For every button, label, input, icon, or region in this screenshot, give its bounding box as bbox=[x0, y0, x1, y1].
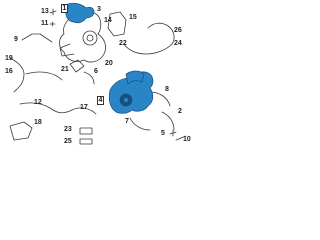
callout-4-label: 4 bbox=[97, 96, 104, 105]
callout-25: 25 bbox=[64, 138, 72, 145]
callout-2: 2 bbox=[178, 108, 182, 115]
callout-23-label: 23 bbox=[64, 126, 72, 133]
part-17-hose bbox=[71, 107, 97, 115]
part-10-line bbox=[175, 135, 187, 141]
callout-10-label: 10 bbox=[183, 136, 191, 143]
callout-5-label: 5 bbox=[161, 130, 165, 137]
callout-25-label: 25 bbox=[64, 138, 72, 145]
part-24-hose bbox=[123, 43, 173, 55]
callout-19: 19 bbox=[5, 55, 13, 62]
callout-18: 18 bbox=[34, 119, 42, 126]
callout-19-label: 19 bbox=[5, 55, 13, 62]
callout-16: 16 bbox=[5, 68, 13, 75]
turbo-flange bbox=[59, 43, 75, 57]
turbocharger-parts-diagram: 13 11 1 3 14 15 9 19 22 26 24 16 21 6 20… bbox=[0, 0, 200, 147]
part-15-heat-shield bbox=[107, 11, 127, 37]
callout-13: 13 bbox=[41, 8, 49, 15]
callout-21-label: 21 bbox=[61, 66, 69, 73]
turbo-inlet-core bbox=[86, 34, 94, 42]
part-7-line bbox=[129, 117, 151, 131]
callout-26-label: 26 bbox=[174, 27, 182, 34]
callout-20: 20 bbox=[105, 60, 113, 67]
turbo-inlet-ring bbox=[82, 30, 98, 46]
callout-8: 8 bbox=[165, 86, 169, 93]
part-16-line bbox=[25, 71, 63, 81]
part-13-bolt bbox=[49, 8, 57, 16]
callout-7: 7 bbox=[125, 118, 129, 125]
callout-3-label: 3 bbox=[97, 6, 101, 13]
part-25-gasket bbox=[79, 138, 93, 145]
callout-4: 4 bbox=[97, 96, 104, 105]
part-21-bracket bbox=[69, 59, 85, 73]
part-4-core-highlight bbox=[123, 97, 129, 103]
callout-7-label: 7 bbox=[125, 118, 129, 125]
callout-12: 12 bbox=[34, 99, 42, 106]
turbo-housing-upper bbox=[59, 10, 106, 63]
part-19-line bbox=[9, 57, 25, 93]
callout-9: 9 bbox=[14, 36, 18, 43]
part-18-shield bbox=[9, 121, 33, 141]
part-1-turbo-highlight bbox=[64, 2, 95, 24]
part-5-bolt bbox=[169, 129, 177, 137]
part-11-nut bbox=[49, 21, 56, 27]
callout-22: 22 bbox=[119, 40, 127, 47]
part-26-hose bbox=[147, 22, 175, 45]
callout-1: 1 bbox=[61, 4, 68, 13]
callout-11: 11 bbox=[41, 20, 48, 27]
part-23-gasket bbox=[79, 127, 93, 135]
callout-12-label: 12 bbox=[34, 99, 42, 106]
callout-14: 14 bbox=[104, 17, 112, 24]
callout-6-label: 6 bbox=[94, 68, 98, 75]
callout-3: 3 bbox=[97, 6, 101, 13]
callout-14-label: 14 bbox=[104, 17, 112, 24]
callout-24: 24 bbox=[174, 40, 182, 47]
callout-16-label: 16 bbox=[5, 68, 13, 75]
callout-22-label: 22 bbox=[119, 40, 127, 47]
callout-24-label: 24 bbox=[174, 40, 182, 47]
callout-13-label: 13 bbox=[41, 8, 49, 15]
callout-17: 17 bbox=[80, 104, 88, 111]
part-6-pipe bbox=[83, 71, 95, 85]
part-12-pipe bbox=[19, 102, 73, 114]
callout-26: 26 bbox=[174, 27, 182, 34]
callout-17-label: 17 bbox=[80, 104, 88, 111]
part-4-flange-highlight bbox=[125, 70, 145, 85]
callout-23: 23 bbox=[64, 126, 72, 133]
callout-15: 15 bbox=[129, 14, 137, 21]
part-9-tube bbox=[21, 33, 53, 43]
callout-15-label: 15 bbox=[129, 14, 137, 21]
part-2-line bbox=[161, 111, 175, 131]
callout-10: 10 bbox=[183, 136, 191, 143]
callout-2-label: 2 bbox=[178, 108, 182, 115]
callout-8-label: 8 bbox=[165, 86, 169, 93]
callout-6: 6 bbox=[94, 68, 98, 75]
callout-11-label: 11 bbox=[41, 20, 49, 27]
callout-9-label: 9 bbox=[14, 36, 18, 43]
callout-20-label: 20 bbox=[105, 60, 113, 67]
callout-5: 5 bbox=[161, 130, 165, 137]
callout-21: 21 bbox=[61, 66, 69, 73]
part-8-line bbox=[149, 91, 171, 107]
parts-drawing bbox=[9, 2, 187, 145]
callout-18-label: 18 bbox=[34, 119, 42, 126]
callout-1-label: 1 bbox=[61, 4, 68, 13]
